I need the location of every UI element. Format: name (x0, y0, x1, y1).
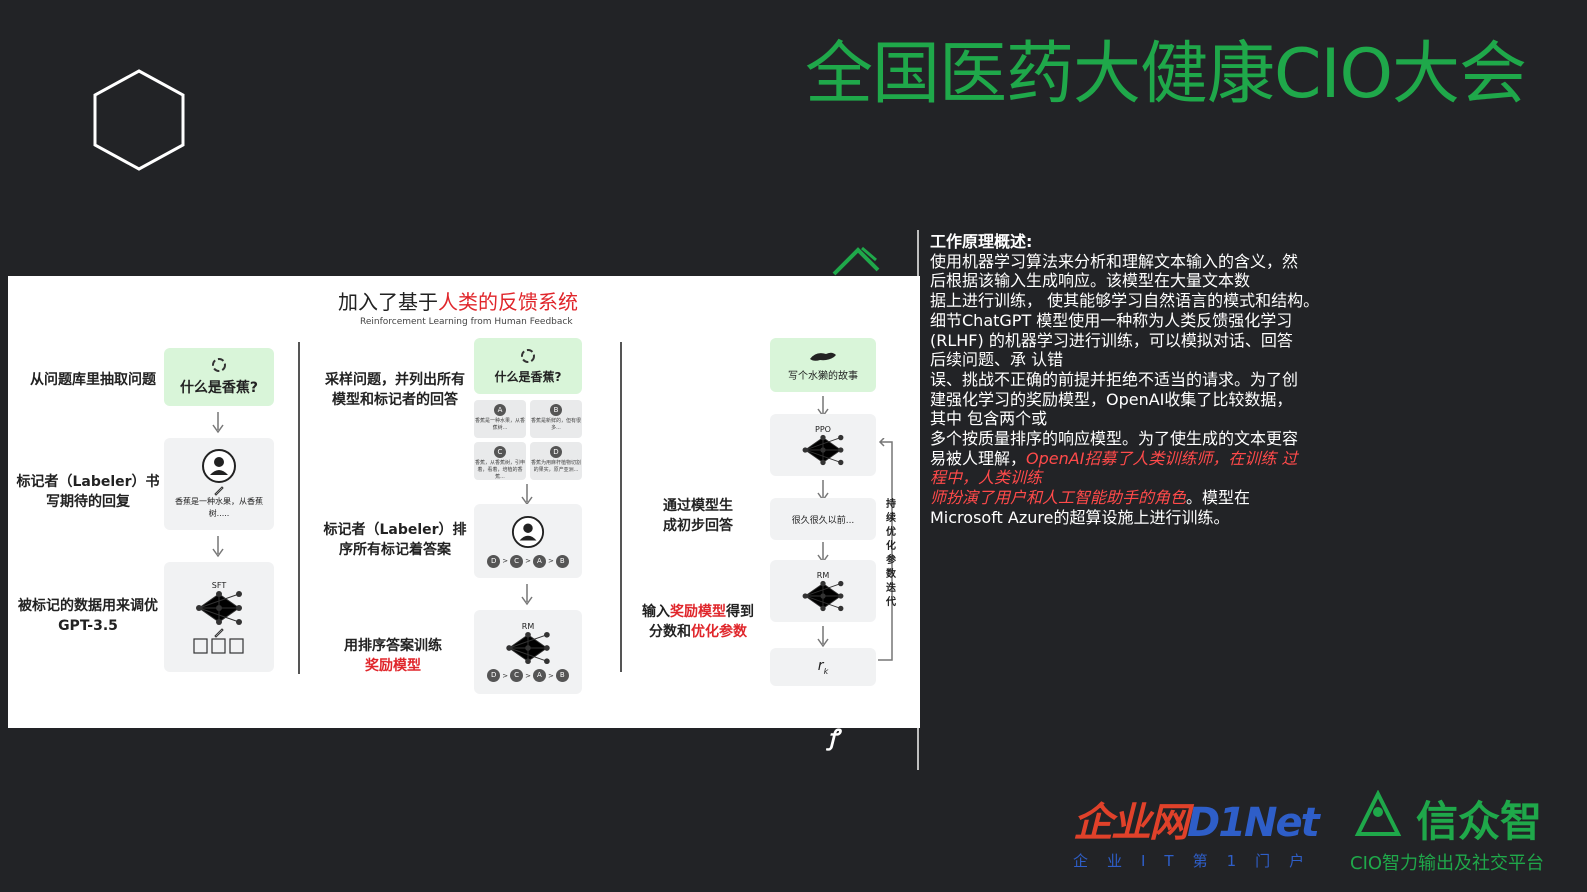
refresh-icon (212, 358, 226, 372)
user-icon (202, 449, 236, 483)
step1-question-box: 什么是香蕉? (164, 348, 274, 406)
step2-label-c: 用排序答案训练奖励模型 (344, 638, 442, 674)
step3-prompt-box: 写个水獭的故事 (770, 338, 876, 392)
reward-value: rk (817, 658, 829, 676)
user-icon (511, 515, 545, 548)
column-separator (298, 342, 300, 674)
step2-question: 什么是香蕉? (494, 369, 562, 384)
description-line: 程中，人类训练 (930, 468, 1043, 488)
otter-icon (810, 352, 836, 361)
step3-output: 很久很久以前... (791, 515, 855, 526)
step1-label-b: 标记者（Labeler）书写期待的回复 (16, 474, 160, 510)
xinzhongzhi-mark-icon (1354, 790, 1402, 836)
documents-icon (193, 637, 244, 654)
refresh-icon (521, 348, 535, 363)
description-line: 师扮演了用户和人工智能助手的角色。模型在 (930, 488, 1251, 508)
description-line: 后续问题、承 认错 (930, 350, 1064, 370)
step2-question-box: 什么是香蕉? (474, 338, 582, 394)
description-line: 后根据该输入生成响应。该模型在大量文本数 (930, 271, 1251, 291)
hexagon-icon (93, 69, 185, 171)
step3-reward-box: rk (770, 648, 876, 686)
rlhf-diagram: 加入了基于人类的反馈系统 Reinforcement Learning from… (8, 276, 920, 728)
column-separator (620, 342, 622, 672)
loop-label: 持续优化参数迭代 (886, 499, 896, 608)
rm-label: RM (521, 622, 535, 631)
diagram-subtitle: Reinforcement Learning from Human Feedba… (360, 317, 573, 327)
xinzhongzhi-tagline: CIO智力输出及社交平台 (1350, 853, 1545, 874)
step1-answer-box: 香蕉是一种水果，从香蕉树..... (164, 438, 274, 530)
arrow-down-icon (212, 412, 224, 434)
description-block: 工作原理概述: 使用机器学习算法来分析和理解文本输入的含义，然 后根据该输入生成… (930, 232, 1340, 528)
description-line: 使用机器学习算法来分析和理解文本输入的含义，然 (930, 251, 1299, 271)
step3-label-a: 通过模型生成初步回答 (663, 498, 733, 534)
decor-glyph-icon: ꝭ (828, 726, 839, 751)
ppo-label: PPO (815, 424, 831, 434)
arrow-down-icon (521, 484, 533, 506)
arrow-down-icon (521, 584, 533, 606)
pencil-icon (214, 486, 224, 496)
diagram-title: 加入了基于人类的反馈系统 (338, 290, 578, 314)
neural-network-icon (506, 631, 550, 665)
loop-arrow-icon (878, 438, 893, 661)
neural-network-icon (802, 434, 844, 465)
xinzhongzhi-logo: 信众智 CIO智力输出及社交平台 (1350, 788, 1544, 875)
rm-label: RM (816, 570, 830, 580)
description-line: 建强化学习的奖励模型，OpenAI收集了比较数据， (930, 389, 1293, 409)
step2-label-a: 采样问题，并列出所有模型和标记者的回答 (325, 372, 465, 408)
step2-label-b: 标记者（Labeler）排序所有标记着答案 (323, 522, 467, 558)
description-line: 据上进行训练， 使其能够学习自然语言的模式和结构。 (930, 291, 1320, 311)
d1net-tagline: 企业IT第1门户 (1073, 852, 1324, 870)
description-line: 易被人理解，OpenAI招募了人类训练师，在训练 过 (930, 448, 1298, 468)
pencil-icon (214, 627, 224, 638)
description-line: 误、挑战不正确的前提并拒绝不适当的请求。为了创 (930, 369, 1299, 389)
description-line: Microsoft Azure的超算设施上进行训练。 (930, 507, 1230, 527)
description-line: (RLHF) 的机器学习进行训练，可以模拟对话、回答 (930, 330, 1293, 350)
description-heading: 工作原理概述: (930, 232, 1033, 251)
xinzhongzhi-name: 信众智 (1416, 797, 1543, 846)
step3-output-box: 很久很久以前... (770, 498, 876, 540)
step3-ppo-box: PPO (770, 414, 876, 476)
step3-rm-box: RM (770, 560, 876, 622)
ranking-order: D>C>A>B (487, 554, 569, 568)
description-line: 细节ChatGPT 模型使用一种称为人类反馈强化学习 (930, 310, 1293, 330)
decor-shape-icon (832, 246, 880, 276)
description-line: 其中 包含两个或 (930, 409, 1048, 429)
slide-title: 全国医药大健康CIO大会 (805, 35, 1527, 114)
d1net-wordmark: 企业网D1Net (1073, 800, 1320, 846)
description-line: 多个按质量排序的响应模型。为了使生成的文本更容 (930, 429, 1299, 449)
step3-prompt: 写个水獭的故事 (788, 370, 858, 382)
neural-network-icon (196, 590, 242, 625)
d1net-logo: 企业网D1Net 企业IT第1门户 (1073, 790, 1323, 871)
sft-label: SFT (211, 580, 227, 590)
step3-label-b: 输入奖励模型得到 分数和优化参数 (642, 604, 754, 640)
arrow-down-icon (212, 536, 224, 558)
arrow-down-icon (817, 626, 829, 648)
ranking-order: D>C>A>B (487, 669, 569, 682)
step2-ranking-box: D>C>A>B (474, 504, 582, 578)
step1-label-a: 从问题库里抽取问题 (30, 372, 156, 388)
neural-network-icon (802, 580, 844, 611)
step1-sft-box: SFT (164, 562, 274, 672)
step1-question: 什么是香蕉? (179, 380, 259, 396)
step1-answer: 香蕉是一种水果，从香蕉树..... (175, 497, 263, 518)
step2-rm-box: RM D>C>A>B (474, 610, 582, 694)
